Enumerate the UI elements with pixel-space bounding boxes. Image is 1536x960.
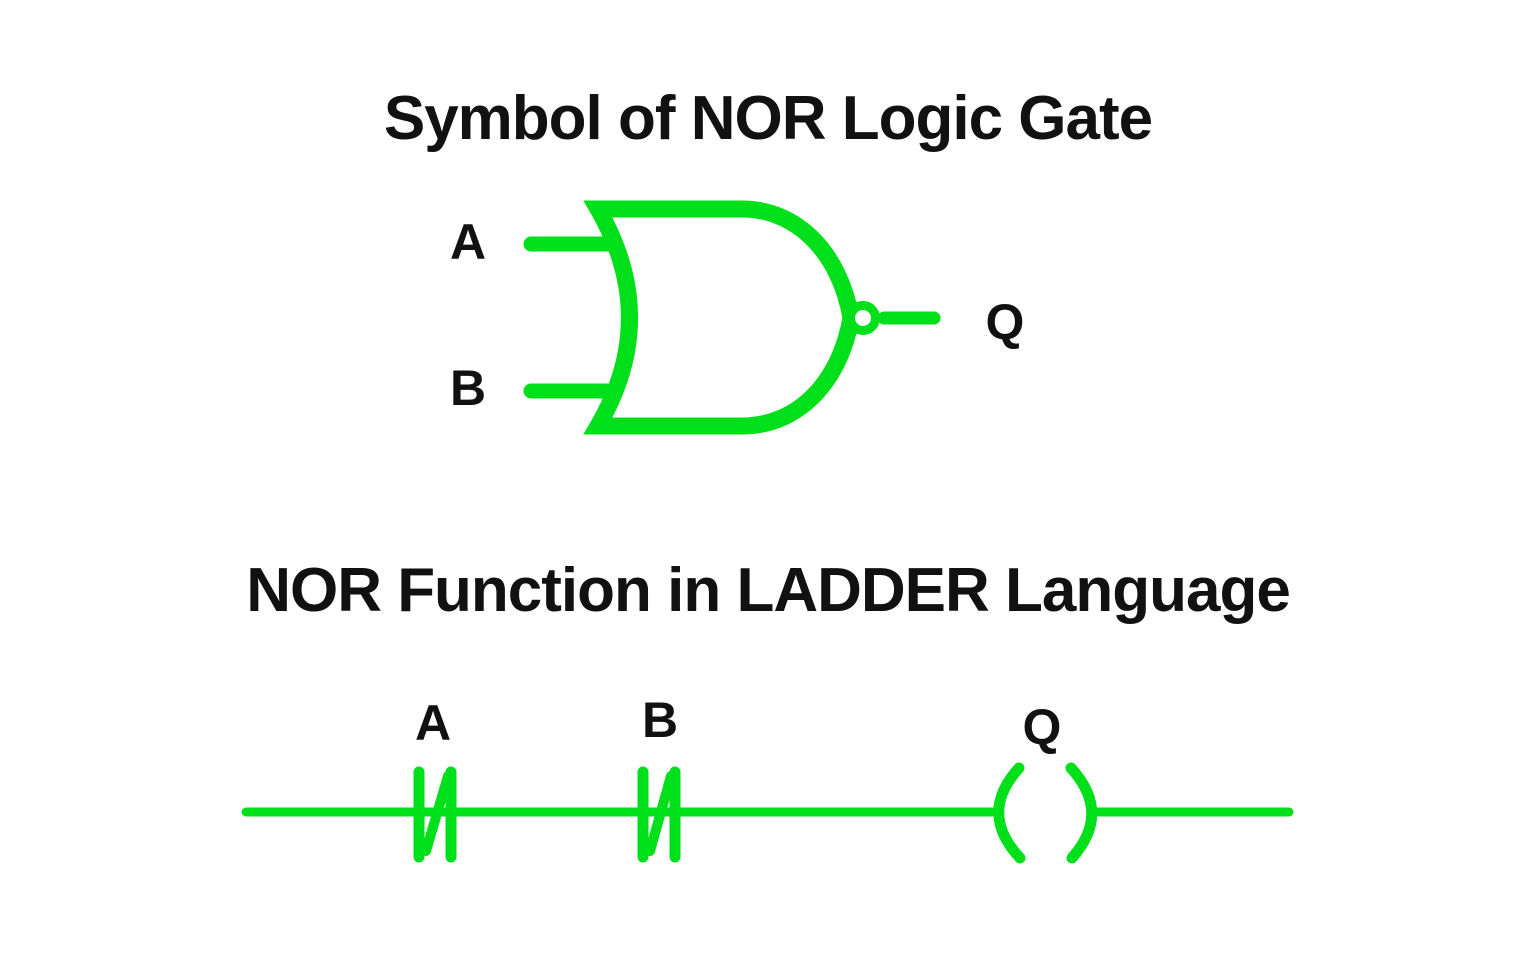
contact-a-slash: [421, 771, 453, 856]
nor-gate-body: [583, 200, 860, 435]
gate-input-b-label: B: [449, 360, 487, 416]
gate-inversion-bubble-icon: [846, 301, 880, 335]
gate-output-label: Q: [985, 294, 1025, 350]
coil-right-paren: [1065, 762, 1098, 864]
gate-input-a-label: A: [449, 214, 487, 270]
coil-icon: [993, 762, 1098, 864]
ladder-contact-b-label: B: [641, 692, 679, 748]
gate-section-title: Symbol of NOR Logic Gate: [383, 84, 1153, 153]
contact-b-icon: [637, 766, 681, 863]
ladder-section-title: NOR Function in LADDER Language: [246, 556, 1291, 625]
ladder-coil-label: Q: [1022, 699, 1062, 755]
nor-gate-icon: [523, 200, 941, 435]
coil-left-paren: [993, 762, 1026, 864]
ladder-contact-a-label: A: [414, 695, 452, 751]
ladder-rung: [241, 762, 1294, 864]
contact-b-slash: [645, 771, 676, 856]
contact-a-icon: [413, 766, 457, 863]
